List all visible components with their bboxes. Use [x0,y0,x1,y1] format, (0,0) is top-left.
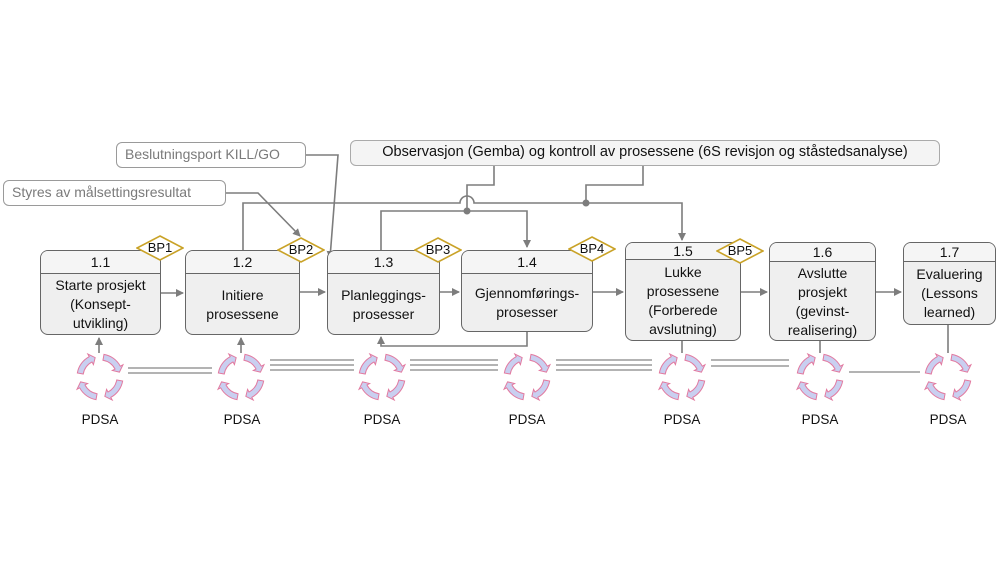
pdsa-cycle-1 [73,350,127,404]
cycle-arrows-icon [657,352,707,402]
pdsa-cycle-4 [500,350,554,404]
gate-diamond-icon [136,235,184,261]
gate-diamond-icon [568,236,616,262]
pdsa-cycle-2 [214,350,268,404]
step-number: 1.3 [328,251,439,274]
pdsa-cycle-3 [355,350,409,404]
junction-dot [463,207,471,215]
step-1-2: 1.2 Initiere prosessene [185,250,300,335]
feedback-line-inner [380,210,531,250]
observation-leader-1 [466,165,495,211]
step-name: Planleggings- prosesser [341,286,426,322]
step-1-3: 1.3 Planleggings- prosesser [327,250,440,335]
pdsa-cycle-7 [921,350,975,404]
gate-bp4: BP4 [568,236,616,262]
kill-go-text: Beslutningsport KILL/GO [125,146,280,162]
gate-label: BP3 [425,242,451,257]
kill-go-arrow [306,154,339,259]
step-name: Avslutte prosjekt (gevinst- realisering) [787,264,858,338]
step-1-4: 1.4 Gjennomførings- prosesser [461,250,593,332]
gate-diamond-icon [277,237,325,263]
gate-bp5: BP5 [716,238,764,264]
step-number: 1.7 [904,243,995,262]
observation-text: Observasjon (Gemba) og kontroll av prose… [382,144,908,160]
step-name: Evaluering (Lessons learned) [916,266,983,320]
gate-label: BP1 [147,240,173,255]
feedback-line-outer [242,195,686,250]
observation-leader-2 [585,165,644,203]
step-number: 1.1 [41,251,160,274]
gate-bp1: BP1 [136,235,184,261]
gate-diamond-icon [414,237,462,263]
pdsa-cycle-5 [655,350,709,404]
pdsa-label: PDSA [508,412,546,427]
gate-bp2: BP2 [277,237,325,263]
pdsa-label: PDSA [81,412,119,427]
step-1-5: 1.5 Lukke prosessene (Forberede avslutni… [625,242,741,341]
junction-dot [582,199,590,207]
pdsa-cycle-6 [793,350,847,404]
gate-diamond-icon [716,238,764,264]
target-arrow [226,192,301,237]
pdsa-label: PDSA [223,412,261,427]
cycle-arrows-icon [357,352,407,402]
step-number: 1.5 [626,243,740,260]
observation-callout: Observasjon (Gemba) og kontroll av prose… [350,140,940,166]
cycle-arrows-icon [216,352,266,402]
gate-label: BP2 [288,242,314,257]
gate-label: BP4 [579,241,605,256]
step-number: 1.4 [462,251,592,274]
step-1-7: 1.7 Evaluering (Lessons learned) [903,242,996,325]
target-text: Styres av målsettingsresultat [12,184,191,200]
step-1-6: 1.6 Avslutte prosjekt (gevinst- realiser… [769,242,876,341]
step-number: 1.2 [186,251,299,274]
cycle-arrows-icon [502,352,552,402]
pdsa-label: PDSA [929,412,967,427]
kill-go-callout: Beslutningsport KILL/GO [116,142,306,168]
pdsa-label: PDSA [663,412,701,427]
gate-bp3: BP3 [414,237,462,263]
pdsa-label: PDSA [363,412,401,427]
pdsa-connector-lines [128,359,920,374]
cycle-arrows-icon [75,352,125,402]
pdsa-label: PDSA [801,412,839,427]
step-number: 1.6 [770,243,875,262]
cycle-arrows-icon [923,352,973,402]
cycle-arrows-icon [795,352,845,402]
gate-label: BP5 [727,243,753,258]
step-name: Starte prosjekt (Konsept- utvikling) [55,277,146,331]
step-1-1: 1.1 Starte prosjekt (Konsept- utvikling) [40,250,161,335]
step-name: Gjennomførings- prosesser [474,285,580,320]
step-name: Initiere prosessene [206,286,279,322]
return-arrow [377,332,528,347]
target-callout: Styres av målsettingsresultat [3,180,226,206]
step-name: Lukke prosessene (Forberede avslutning) [646,263,720,337]
